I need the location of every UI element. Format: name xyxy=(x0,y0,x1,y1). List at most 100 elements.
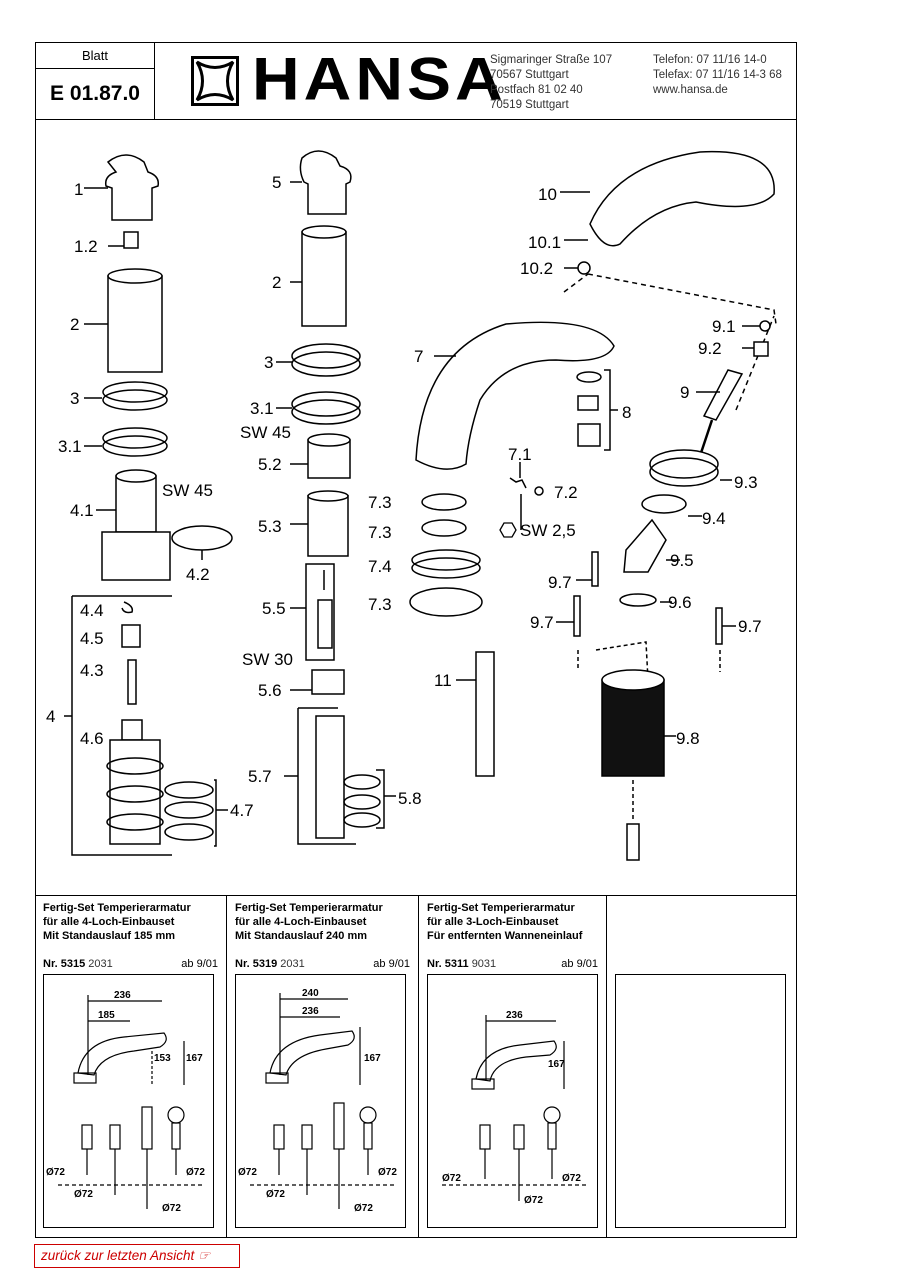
part-label: SW 2,5 xyxy=(520,521,576,540)
part-label: 5.3 xyxy=(258,517,282,536)
back-to-last-view-link[interactable]: zurück zur letzten Ansicht ☞ xyxy=(34,1244,240,1268)
svg-text:Ø72: Ø72 xyxy=(524,1195,543,1206)
part-label: 4.2 xyxy=(186,565,210,584)
svg-text:Ø72: Ø72 xyxy=(74,1189,93,1200)
set-since: ab 9/01 xyxy=(373,958,410,970)
part-label: 9.1 xyxy=(712,317,736,336)
svg-text:240: 240 xyxy=(302,988,319,999)
set-drawing-empty xyxy=(615,974,786,1228)
brand-name: HANSA xyxy=(252,44,507,113)
svg-text:185: 185 xyxy=(98,1010,115,1021)
part-label: 3 xyxy=(264,353,273,372)
company-contact: Telefon: 07 11/16 14-0 Telefax: 07 11/16… xyxy=(653,54,782,96)
svg-text:236: 236 xyxy=(114,990,131,1001)
part-label: 3 xyxy=(70,389,79,408)
part-label: 5.7 xyxy=(248,767,272,786)
part-label: 8 xyxy=(622,403,631,422)
part-label: 4.1 xyxy=(70,501,94,520)
part-label: 9.3 xyxy=(734,473,758,492)
part-label: 9.7 xyxy=(530,613,554,632)
svg-text:Ø72: Ø72 xyxy=(354,1203,373,1214)
svg-text:Ø72: Ø72 xyxy=(562,1173,581,1184)
part-label: 7.4 xyxy=(368,557,392,576)
part-label: 9.7 xyxy=(548,573,572,592)
part-label: 9 xyxy=(680,383,689,402)
hansa-logo-icon xyxy=(191,56,239,106)
part-label: 5 xyxy=(272,173,281,192)
part-label: 5.6 xyxy=(258,681,282,700)
part-label: 2 xyxy=(272,273,281,292)
blatt-number: E 01.87.0 xyxy=(50,82,140,105)
part-label: 9.4 xyxy=(702,509,726,528)
set-card: Fertig-Set Temperierarmatur für alle 4-L… xyxy=(227,896,419,1237)
divider xyxy=(35,68,155,69)
svg-text:236: 236 xyxy=(506,1010,523,1021)
set-drawing: 236 167 Ø72 Ø72 Ø72 xyxy=(427,974,598,1228)
part-label: 7.3 xyxy=(368,493,392,512)
set-title: Fertig-Set Temperierarmatur für alle 4-L… xyxy=(43,902,191,942)
part-label: 4.6 xyxy=(80,729,104,748)
part-label: 11 xyxy=(434,671,452,690)
part-label: 7.2 xyxy=(554,483,578,502)
svg-text:167: 167 xyxy=(186,1053,203,1064)
part-label: 9.8 xyxy=(676,729,700,748)
part-label: 1.2 xyxy=(74,237,98,256)
company-address: Sigmaringer Straße 107 70567 Stuttgart P… xyxy=(490,54,613,111)
blatt-label: Blatt xyxy=(81,48,108,63)
svg-text:Ø72: Ø72 xyxy=(162,1203,181,1214)
set-article-number: Nr. 5315 2031 xyxy=(43,958,113,970)
svg-text:167: 167 xyxy=(548,1059,565,1070)
part-label: SW 45 xyxy=(240,423,291,442)
part-label: 5.2 xyxy=(258,455,282,474)
set-article-number: Nr. 5311 9031 xyxy=(427,958,497,970)
svg-text:Ø72: Ø72 xyxy=(46,1167,65,1178)
part-label: 9.7 xyxy=(738,617,762,636)
svg-text:Ø72: Ø72 xyxy=(238,1167,257,1178)
part-label: 9.2 xyxy=(698,339,722,358)
set-since: ab 9/01 xyxy=(181,958,218,970)
part-label: 7.3 xyxy=(368,595,392,614)
part-label: 5.5 xyxy=(262,599,286,618)
divider xyxy=(35,895,797,896)
svg-text:Ø72: Ø72 xyxy=(442,1173,461,1184)
set-title: Fertig-Set Temperierarmatur für alle 3-L… xyxy=(427,902,583,942)
sheet-number-box: Blatt E 01.87.0 xyxy=(35,42,155,120)
part-label: 4.4 xyxy=(80,601,104,620)
part-label: 7.1 xyxy=(508,445,532,464)
part-label: 9.5 xyxy=(670,551,694,570)
svg-text:236: 236 xyxy=(302,1006,319,1017)
part-label: 10.1 xyxy=(528,233,561,252)
set-article-number: Nr. 5319 2031 xyxy=(235,958,305,970)
set-card: Fertig-Set Temperierarmatur für alle 4-L… xyxy=(35,896,227,1237)
part-label: 1 xyxy=(74,180,83,199)
svg-text:Ø72: Ø72 xyxy=(378,1167,397,1178)
part-label: 3.1 xyxy=(58,437,82,456)
set-drawing: 236 185 153 167 Ø72 Ø72 Ø72 Ø72 xyxy=(43,974,214,1228)
part-label: 4.5 xyxy=(80,629,104,648)
part-label: 7 xyxy=(414,347,423,366)
svg-text:153: 153 xyxy=(154,1053,171,1064)
part-label: 10.2 xyxy=(520,259,553,278)
set-card: Fertig-Set Temperierarmatur für alle 3-L… xyxy=(419,896,607,1237)
divider xyxy=(35,119,797,120)
part-label: 4.7 xyxy=(230,801,254,820)
part-label: 4 xyxy=(46,707,55,726)
sheet-frame xyxy=(35,42,797,1238)
part-label: 3.1 xyxy=(250,399,274,418)
part-label: 10 xyxy=(538,185,557,204)
exploded-parts-diagram: 1 1.2 2 3 3.1 4.1 SW 45 4.2 4.4 4.5 4.3 … xyxy=(46,150,777,861)
part-label: 7.3 xyxy=(368,523,392,542)
svg-text:Ø72: Ø72 xyxy=(186,1167,205,1178)
set-since: ab 9/01 xyxy=(561,958,598,970)
set-title: Fertig-Set Temperierarmatur für alle 4-L… xyxy=(235,902,383,942)
part-label: SW 45 xyxy=(162,481,213,500)
svg-text:Ø72: Ø72 xyxy=(266,1189,285,1200)
set-card-empty xyxy=(607,896,797,1237)
part-label: 5.8 xyxy=(398,789,422,808)
svg-text:167: 167 xyxy=(364,1053,381,1064)
part-label: SW 30 xyxy=(242,650,293,669)
part-label: 2 xyxy=(70,315,79,334)
part-label: 9.6 xyxy=(668,593,692,612)
part-label: 4.3 xyxy=(80,661,104,680)
set-drawing: 240 236 167 Ø72 Ø72 Ø72 Ø72 xyxy=(235,974,406,1228)
